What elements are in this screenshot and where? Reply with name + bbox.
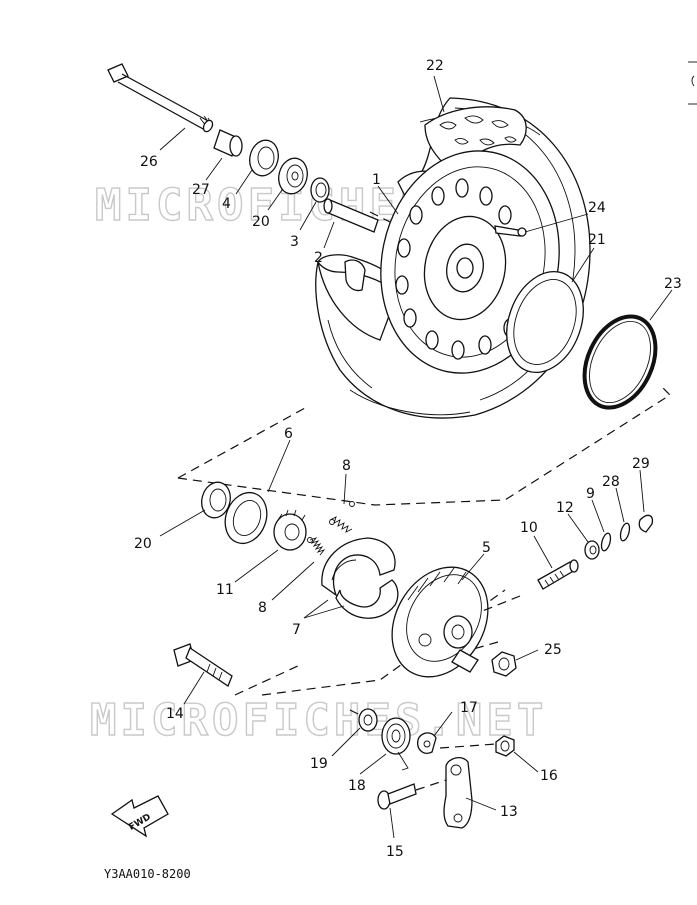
fwd-arrow-icon: FWD (110, 795, 169, 838)
gear-11 (273, 509, 307, 551)
spacer-2 (323, 198, 379, 233)
seal-29 (638, 514, 654, 533)
callout-28: 28 (602, 474, 620, 490)
callout-4: 4 (222, 196, 231, 212)
callout-20-lower: 20 (134, 536, 152, 552)
seal-3 (310, 177, 330, 203)
brake-shoes-7 (321, 537, 399, 619)
washer-19 (358, 708, 378, 732)
watermark-bottom: MICROFICHES.NET (90, 695, 547, 746)
spring-8-upper (329, 501, 355, 533)
ring-9 (600, 532, 612, 552)
callout-8-lower: 8 (258, 600, 267, 616)
nut-16 (495, 735, 515, 757)
ring-28 (619, 522, 631, 542)
seal-6 (224, 491, 268, 545)
brake-panel-5 (391, 566, 489, 678)
callout-5: 5 (482, 540, 491, 556)
callout-17: 17 (460, 700, 478, 716)
callout-9: 9 (586, 486, 595, 502)
callout-22: 22 (426, 58, 444, 74)
callout-27: 27 (192, 182, 210, 198)
callout-19: 19 (310, 756, 328, 772)
axle-26 (107, 63, 214, 133)
callout-21: 21 (588, 232, 606, 248)
callout-14: 14 (166, 706, 184, 722)
spring-8-lower (307, 537, 326, 556)
callout-26: 26 (140, 154, 158, 170)
callout-29: 29 (632, 456, 650, 472)
bearing-4 (249, 139, 279, 177)
callout-15: 15 (386, 844, 404, 860)
leader-lines (159, 75, 673, 839)
camshaft-10 (537, 559, 579, 590)
callout-10: 10 (520, 520, 538, 536)
callout-16: 16 (540, 768, 558, 784)
collar-27 (213, 129, 243, 157)
callout-25: 25 (544, 642, 562, 658)
washer-12 (584, 540, 600, 560)
page-edge-marks (688, 61, 697, 105)
nut-25 (491, 651, 517, 677)
callout-18: 18 (348, 778, 366, 794)
callout-13: 13 (500, 804, 518, 820)
callout-1: 1 (372, 172, 381, 188)
o-ring-23 (582, 314, 658, 410)
callout-2: 2 (314, 250, 323, 266)
callout-20-upper: 20 (252, 214, 270, 230)
diagram-code: Y3AA010-8200 (104, 867, 191, 881)
callout-6: 6 (284, 426, 293, 442)
callout-12: 12 (556, 500, 574, 516)
bearing-20-top (278, 157, 308, 195)
callout-23: 23 (664, 276, 682, 292)
spring-18 (381, 717, 411, 771)
ring-21 (506, 270, 584, 374)
bearing-20-lower (201, 481, 231, 519)
indicator-17 (417, 732, 437, 754)
bolt-14 (173, 643, 233, 687)
alignment-lines (349, 211, 521, 791)
cam-lever-13 (443, 756, 473, 829)
callout-3: 3 (290, 234, 299, 250)
bolt-15 (377, 783, 417, 810)
callout-7: 7 (292, 622, 301, 638)
callout-11: 11 (216, 582, 234, 598)
valve-24 (494, 225, 527, 237)
callout-8-upper: 8 (342, 458, 351, 474)
callout-24: 24 (588, 200, 606, 216)
